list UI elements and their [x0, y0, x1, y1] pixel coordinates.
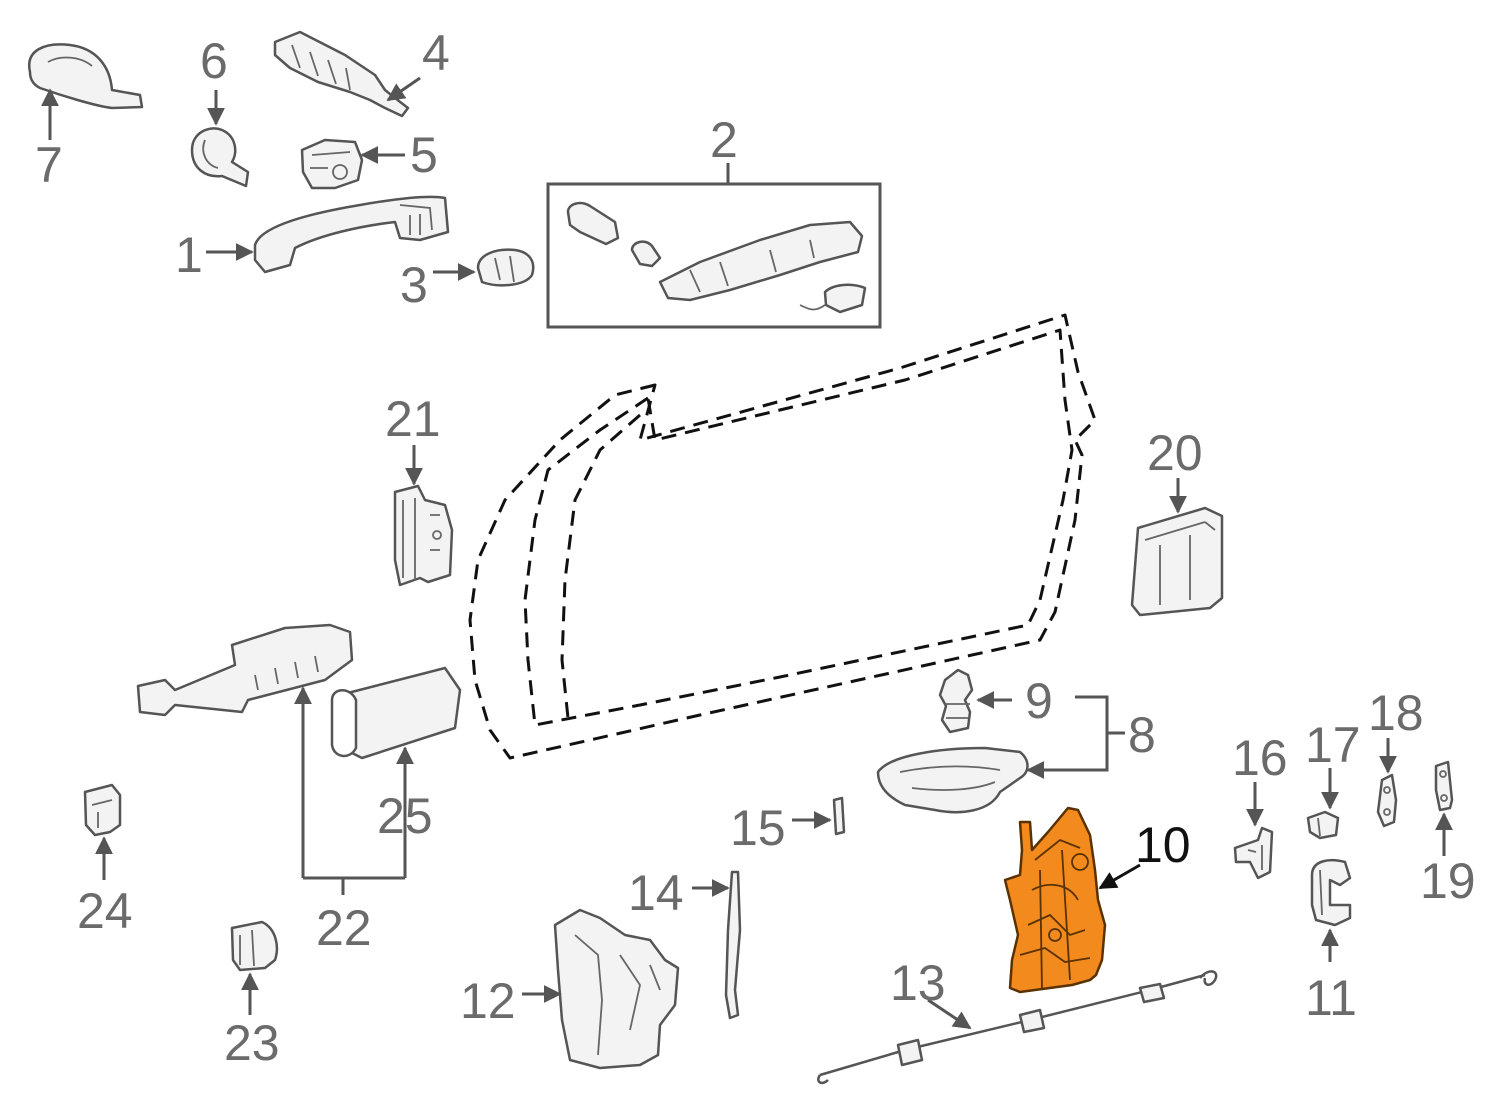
callout-23: 23: [224, 1015, 280, 1071]
door-lock-actuator-part: [1003, 806, 1141, 994]
callout-6: 6: [200, 33, 228, 89]
callout-17: 17: [1305, 717, 1361, 773]
callout-labels: 1 2 3 4 5 6 7 8 9 10 11 12 13 14 15 16 1…: [35, 25, 1476, 1071]
callout-21: 21: [385, 391, 441, 447]
inner-handle-part: [876, 695, 1125, 814]
door-outline: [468, 313, 1097, 760]
callout-1: 1: [175, 227, 203, 283]
callout-4: 4: [422, 25, 450, 81]
handle-kit-part: [546, 163, 882, 329]
door-check-part: [136, 623, 414, 895]
callout-12: 12: [460, 973, 516, 1029]
striker-part: [1310, 858, 1352, 962]
callout-20: 20: [1147, 425, 1203, 481]
outer-handle-part: [206, 195, 450, 274]
bumper-23-part: [230, 920, 279, 1015]
pin-15-part: [792, 796, 846, 836]
callout-19: 19: [1420, 853, 1476, 909]
lock-rod-part: [692, 870, 742, 1020]
callout-11: 11: [1305, 970, 1357, 1026]
plate-19-part: [1434, 760, 1454, 856]
callout-9: 9: [1025, 673, 1053, 729]
clip-24-part: [83, 783, 122, 880]
check-housing-part: [330, 666, 462, 760]
callout-7: 7: [35, 137, 63, 193]
control-module-part: [1130, 478, 1224, 617]
callout-16: 16: [1232, 730, 1288, 786]
callout-25: 25: [377, 788, 433, 844]
plate-18-part: [1376, 738, 1398, 828]
callout-15: 15: [730, 800, 786, 856]
callout-13: 13: [890, 955, 946, 1011]
lock-housing-part: [300, 138, 405, 190]
door-hinge-part: [393, 445, 454, 587]
grommet-9-part: [938, 668, 1012, 734]
bracket-16-part: [1233, 782, 1274, 880]
callout-22: 22: [316, 900, 372, 956]
callout-18: 18: [1368, 685, 1424, 741]
handle-cap-part: [433, 248, 535, 287]
clip-17-part: [1306, 768, 1340, 840]
key-fob-part: [27, 43, 144, 140]
callout-24: 24: [77, 883, 133, 939]
callout-8: 8: [1128, 707, 1156, 763]
callout-3: 3: [400, 257, 428, 313]
lock-cover-part: [522, 908, 680, 1070]
callout-5: 5: [410, 127, 438, 183]
release-cable-part: [817, 970, 1218, 1085]
lock-actuator-part: [273, 30, 421, 118]
lock-cylinder-part: [190, 90, 250, 188]
callout-10: 10: [1135, 817, 1191, 873]
callout-14: 14: [628, 865, 684, 921]
callout-2: 2: [710, 112, 738, 168]
